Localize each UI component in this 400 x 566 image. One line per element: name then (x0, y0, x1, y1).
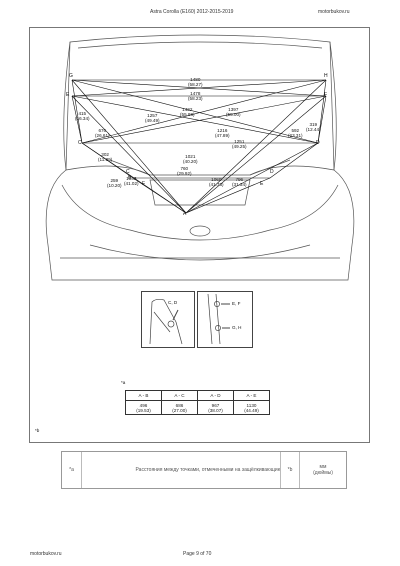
legend-a-key: *a (62, 452, 82, 488)
table-row: 496 (19.53) 686 (27.00) 967 (38.07) 1130… (125, 400, 270, 415)
point-label-e: E (66, 92, 70, 98)
header-title: Astra Corolla (E160) 2012-2015-2019 (150, 9, 234, 15)
table-header-cell: A - C (161, 390, 198, 401)
header-site[interactable]: motorbukov.ru (318, 9, 350, 15)
dim-label: 1422 (55.98) (180, 107, 195, 117)
table-cell: 967 (38.07) (197, 400, 234, 415)
dim-label: 1216 (47.89) (215, 128, 230, 138)
point-label-d: D (316, 140, 320, 146)
footer-site[interactable]: motorbukov.ru (30, 551, 62, 557)
dim-label: 302 (11.89) (98, 152, 113, 162)
point-label-g: G (69, 73, 73, 79)
footnote-b-marker: *b (35, 428, 40, 433)
table-cell: 1130 (44.49) (233, 400, 270, 415)
dim-label: 259 (10.20) (107, 178, 122, 188)
footer-page-number: Page 9 of 70 (183, 551, 212, 557)
inset-g-label: G, H (232, 325, 242, 330)
dim-label: 760 (29.92) (177, 166, 192, 176)
point-label-c: C (78, 140, 82, 146)
dim-label: 1480 (58.27) (188, 77, 203, 87)
point-label-b: B (128, 175, 132, 181)
pillar-detail-graphic (207, 293, 230, 345)
dim-label: 1021 (40.20) (183, 154, 198, 164)
table-header-cell: A - B (125, 390, 162, 401)
inset-left: C, D (141, 291, 195, 348)
point-label-c2: C (126, 169, 130, 175)
point-label-f: F (324, 92, 328, 98)
dim-label: 1397 (55.00) (226, 107, 241, 117)
dim-label: 1257 (49.49) (145, 113, 160, 123)
point-label-h: H (324, 73, 328, 79)
dim-label: 796 (31.34) (232, 177, 247, 187)
inset-c-label: C, D (168, 300, 178, 305)
point-label-d2: D (270, 169, 274, 175)
dim-label: 676 (26.61) (95, 128, 110, 138)
inset-right: E, F G, H (197, 291, 253, 348)
dim-label: 1478 (58.23) (188, 91, 203, 101)
table-cell: 686 (27.00) (161, 400, 198, 415)
dim-label: 319 (12.44) (306, 122, 321, 132)
inset-e-label: E, F (232, 301, 241, 306)
table-cell: 496 (19.53) (125, 400, 162, 415)
legend-b-key: *b (280, 452, 300, 488)
point-label-e2: E (260, 181, 264, 187)
figure-frame (29, 27, 370, 443)
dimensions-table: A - B A - C A - D A - E 496 (19.53) 686 … (125, 390, 270, 415)
point-label-a: A (183, 211, 187, 217)
dim-label: 415 (16.34) (75, 111, 90, 121)
table-header-row: A - B A - C A - D A - E (125, 390, 270, 401)
legend-a-text: Расстояния между точками, отмеченными на… (135, 467, 281, 473)
legend-box: *a Расстояния между точками, отмеченными… (61, 451, 347, 489)
table-caption: *a (121, 380, 126, 385)
table-header-cell: A - E (233, 390, 270, 401)
bracket-detail-graphic (149, 298, 183, 345)
dim-label: 1251 (49.25) (232, 139, 247, 149)
legend-b-text: мм (дюймы) (313, 464, 333, 476)
point-label-f2: F (142, 181, 146, 187)
dim-label: 592 (23.31) (288, 128, 303, 138)
dim-label: 1043 (41.02) (124, 176, 139, 186)
table-header-cell: A - D (197, 390, 234, 401)
dim-label: 1060 (41.73) (209, 177, 224, 187)
